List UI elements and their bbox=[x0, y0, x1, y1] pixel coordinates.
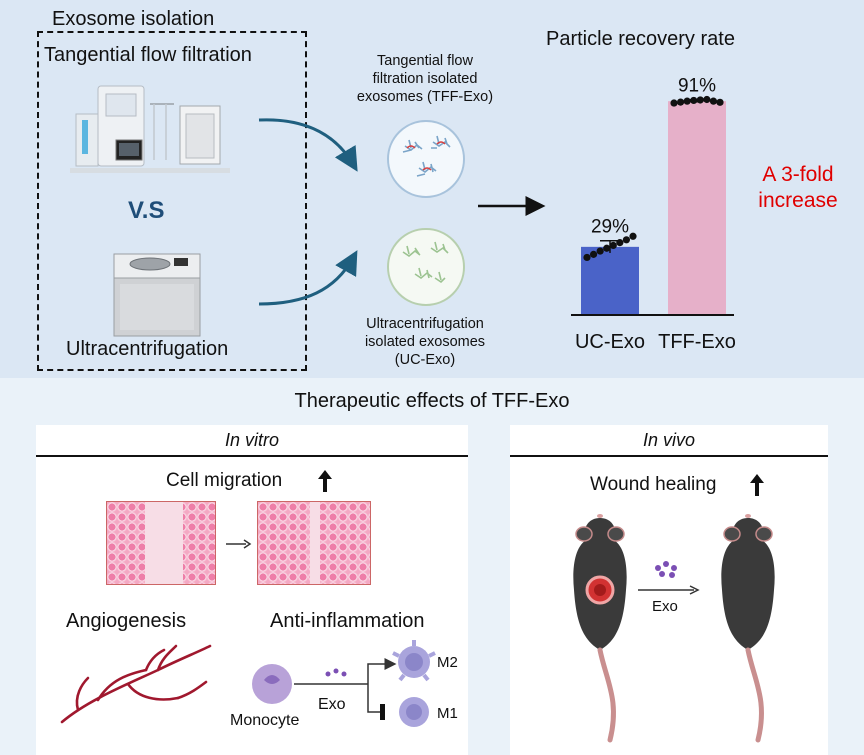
data-point bbox=[596, 247, 604, 255]
uc-exo-label: Ultracentrifugation isolated exosomes (U… bbox=[364, 316, 486, 368]
to-chart-arrow bbox=[478, 196, 546, 216]
in-vitro-card bbox=[36, 425, 468, 755]
migration-before-assay bbox=[106, 501, 216, 585]
value-label: 29% bbox=[591, 217, 629, 238]
data-point bbox=[709, 97, 718, 105]
data-point bbox=[609, 241, 617, 250]
category-label: UC-Exo bbox=[575, 331, 645, 353]
in-vitro-header: In vitro bbox=[224, 430, 280, 450]
ultracentrifuge-illustration bbox=[113, 253, 201, 337]
tff-machine-illustration bbox=[70, 85, 230, 173]
exo-treatment-label: Exo bbox=[318, 696, 346, 713]
migration-arrow bbox=[226, 539, 252, 549]
data-point bbox=[616, 239, 624, 247]
migration-after-assay bbox=[257, 501, 371, 585]
chart-title: Particle recovery rate bbox=[546, 28, 735, 50]
data-point bbox=[696, 96, 704, 104]
uc-method-label: Ultracentrifugation bbox=[66, 338, 229, 360]
data-point bbox=[676, 98, 685, 106]
value-label: 91% bbox=[678, 76, 716, 97]
category-label: TFF-Exo bbox=[658, 331, 736, 353]
therapeutic-title: Therapeutic effects of TFF-Exo bbox=[294, 390, 570, 412]
m1-label: M1 bbox=[437, 705, 458, 722]
data-point bbox=[703, 95, 711, 104]
up-arrow-icon bbox=[318, 470, 332, 492]
data-point bbox=[683, 97, 691, 105]
data-point bbox=[622, 236, 631, 244]
data-point bbox=[603, 244, 611, 252]
cell-migration-label: Cell migration bbox=[166, 470, 283, 491]
in-vivo-exo-label: Exo bbox=[652, 598, 678, 615]
blood-vessel-illustration bbox=[60, 644, 212, 724]
wound-healing-label: Wound healing bbox=[590, 474, 717, 495]
fold-increase-annotation: A 3-fold increase bbox=[758, 163, 838, 212]
tff-exosome-dish bbox=[387, 120, 465, 198]
data-point bbox=[629, 232, 637, 240]
tff-method-label: Tangential flow filtration bbox=[44, 44, 252, 66]
bar-uc-exo bbox=[581, 246, 639, 315]
data-point bbox=[589, 250, 598, 258]
exo-treatment-arrow bbox=[638, 561, 700, 595]
recovery-bar-chart: 29% UC-Exo 91% TFF-Exo bbox=[571, 76, 736, 353]
m2-label: M2 bbox=[437, 654, 458, 671]
in-vivo-rule bbox=[510, 455, 828, 457]
flow-arrows bbox=[258, 118, 358, 306]
in-vivo-header: In vivo bbox=[642, 430, 696, 450]
isolation-title: Exosome isolation bbox=[52, 8, 215, 30]
anti-inflammation-label: Anti-inflammation bbox=[270, 610, 425, 632]
angiogenesis-label: Angiogenesis bbox=[66, 610, 187, 632]
wounded-mouse-illustration bbox=[573, 514, 627, 743]
versus-label: V.S bbox=[128, 197, 165, 224]
data-point bbox=[716, 98, 724, 106]
data-point bbox=[583, 253, 591, 262]
up-arrow-icon bbox=[750, 474, 764, 496]
macrophage-polarization-illustration bbox=[252, 640, 436, 727]
data-point bbox=[690, 96, 698, 105]
uc-exosome-dish bbox=[387, 228, 465, 306]
methods-dashed-box bbox=[37, 31, 307, 371]
in-vitro-rule bbox=[36, 455, 468, 457]
bar-tff-exo bbox=[668, 101, 726, 316]
data-point bbox=[670, 99, 678, 107]
monocyte-label: Monocyte bbox=[230, 712, 300, 729]
healed-mouse-illustration bbox=[721, 514, 775, 743]
tff-exo-label: Tangential flow filtration isolated exos… bbox=[356, 53, 494, 105]
